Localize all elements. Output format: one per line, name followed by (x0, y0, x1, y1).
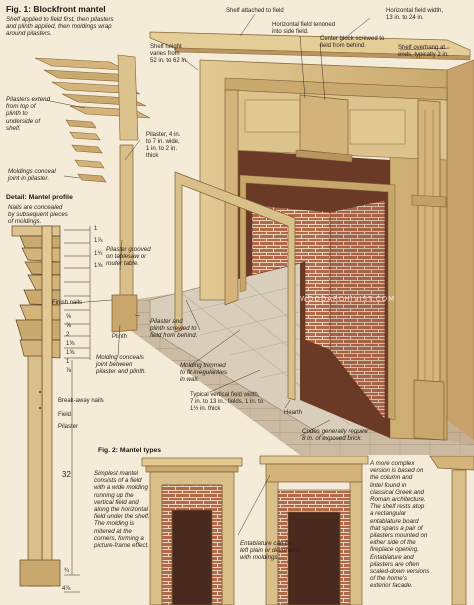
complex-mantel-drawing (259, 455, 369, 605)
profile-dim-2: 1⅞ (94, 238, 103, 244)
fig2-profile-drawing (429, 455, 474, 605)
profile-dim-1: 1 (94, 226, 98, 232)
loose-field-frame (174, 171, 296, 401)
callout-moldings-conceal: Moldings conceal joint in pilaster. (8, 168, 56, 183)
callout-shelf-height: Shelf height varies from 52 in. to 62 in… (150, 44, 188, 64)
callout-break-away-nails: Break-away nails (58, 398, 104, 404)
simple-mantel-drawing (141, 457, 243, 605)
fig2-heading: Mantel types (119, 447, 162, 454)
fig2-simple-note: Simplest mantel consists of a field with… (94, 470, 150, 550)
fig1-number: Fig. 1: (6, 4, 32, 14)
center-block (299, 94, 349, 156)
callout-shelf-overhang: Shelf overhang at ends, typically 2 in. (398, 45, 449, 58)
callout-finish-nails: Finish nails (52, 300, 83, 306)
callout-molding-conceals-joint: Molding conceals joint between pilaster … (96, 354, 147, 376)
callout-horizontal-field-tenoned: Horizontal field tenoned into side field… (272, 22, 336, 35)
profile-intro: Nails are concealed by subsequent pieces… (8, 204, 68, 226)
inner-frame (239, 174, 396, 421)
fig1-title: Fig. 1: Blockfront mantel (6, 4, 106, 14)
callout-center-block: Center block screwed to field from behin… (320, 36, 385, 49)
profile-dim-bottom-1: ¾ (64, 568, 70, 574)
fig1-intro: Shelf applied to field first, then pilas… (6, 16, 114, 38)
profile-dim-5: ⅝ (66, 314, 72, 320)
callout-plinth: Plinth (112, 334, 128, 340)
callout-pilaster-grooved: Pilaster grooved on tablesaw or router t… (106, 246, 151, 268)
profile-title: Detail: Mantel profile (6, 194, 73, 201)
fig1-heading: Blockfront mantel (33, 4, 106, 14)
right-plinth (413, 379, 445, 441)
fig2-number: Fig. 2: (98, 447, 119, 454)
exploded-moldings (34, 54, 151, 183)
callout-hearth: Hearth (284, 410, 303, 416)
firebox-side (329, 199, 386, 421)
callout-pilasters-extend: Pilasters extend from top of plinth to u… (6, 96, 51, 132)
callout-pilaster-plinth-screwed: Pilaster and plinth screwed to field fro… (150, 318, 198, 340)
profile-dim-6: ⅝ (66, 323, 72, 329)
profile-dim-height: 32 (62, 470, 71, 479)
profile-dim-7: 2 (66, 332, 70, 338)
crown-molding (224, 77, 448, 101)
profile-dim-bottom-2: 4⅞ (62, 586, 71, 592)
loose-plinth (111, 294, 138, 333)
callout-vertical-field-width: Typical vertical field width, 7 in. to 1… (190, 392, 264, 412)
callout-codes: Codes generally require 8 in. of exposed… (302, 428, 368, 443)
callout-field: Field (58, 412, 72, 418)
fig2-entablature-note: Entablature can be left plain or decorat… (240, 540, 300, 562)
callout-pilaster: Pilaster (58, 424, 79, 430)
loose-pilaster (119, 144, 134, 313)
frieze-panel-right (349, 109, 406, 145)
callout-shelf-attached: Shelf attached to field (226, 8, 284, 14)
profile-dim-4: 1⅝ (94, 263, 103, 269)
profile-dim-3: 1¾ (94, 251, 103, 257)
mantel-profile-drawing (11, 225, 61, 587)
profile-dim-9: 1⅝ (66, 350, 75, 356)
profile-dim-10: 1 (66, 359, 70, 365)
callout-horizontal-field-width: Horizontal field width, 13 in. to 24 in. (386, 8, 444, 21)
watermark: WOODARCHIVIST.COM (300, 295, 396, 303)
fig2-title: Fig. 2: Mantel types (98, 447, 161, 454)
side-wall (446, 59, 474, 446)
callout-pilaster-size: Pilaster, 4 in. to 7 in. wide, 1 in. to … (146, 132, 181, 159)
profile-dim-11: ⅞ (66, 368, 72, 374)
frieze-panel-left (244, 99, 301, 133)
callout-molding-trimmed: Molding trimmed to fit irregularities in… (180, 362, 228, 384)
fig2-complex-note: A more complex version is based on the c… (370, 460, 430, 590)
profile-dim-8: 1⅝ (66, 341, 75, 347)
